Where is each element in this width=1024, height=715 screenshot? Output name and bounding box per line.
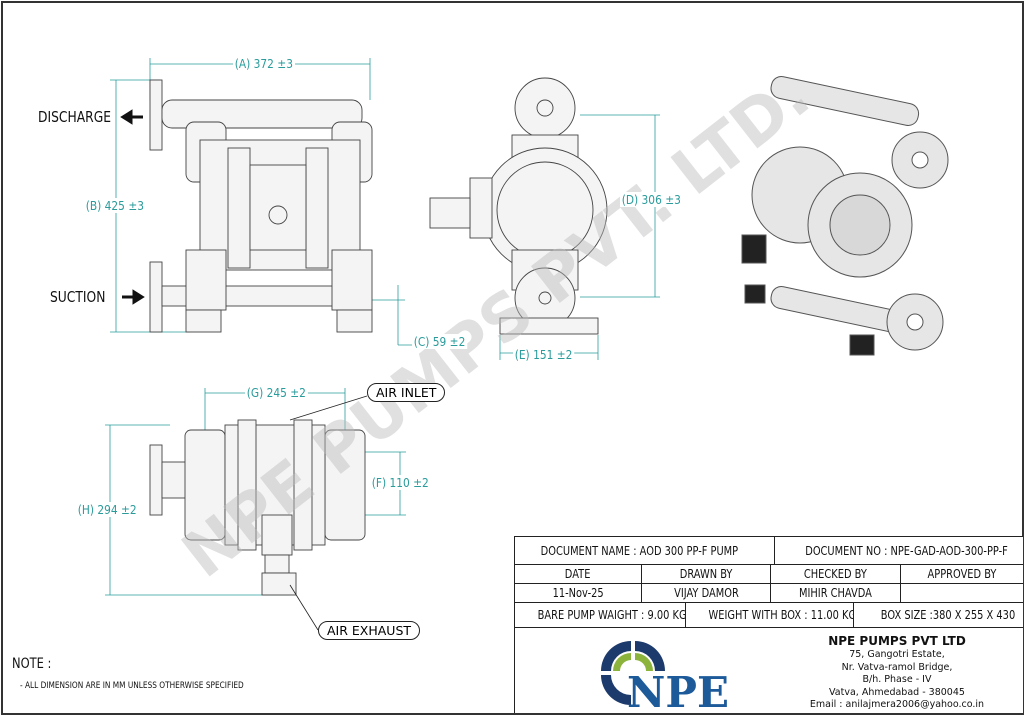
address-line: Vatva, Ahmedabad - 380045 — [829, 686, 965, 698]
side-view — [429, 77, 608, 335]
npe-logo: NPE — [601, 641, 729, 711]
dimension-b: (B) 425 ±3 — [84, 198, 146, 213]
document-number: DOCUMENT NO : NPE-GAD-AOD-300-PP-F — [805, 543, 1008, 558]
address-line: Nr. Vatva-ramol Bridge, — [841, 661, 953, 673]
suction-arrow-icon — [122, 289, 145, 305]
air-exhaust-callout: AIR EXHAUST — [318, 621, 421, 640]
date-value: 11-Nov-25 — [552, 585, 604, 600]
discharge-arrow-icon — [120, 109, 143, 125]
callout-leaders — [289, 395, 368, 631]
notes-title: NOTE : — [12, 656, 52, 672]
drawn-by-header: DRAWN BY — [679, 566, 733, 581]
address-line: 75, Gangotri Estate, — [849, 649, 945, 660]
address-line: B/h. Phase - IV — [862, 674, 932, 685]
dimension-f: (F) 110 ±2 — [370, 475, 431, 490]
bare-pump-weight: BARE PUMP WAIGHT : 9.00 KG. — [537, 608, 686, 622]
company-info: NPE PUMPS PVT LTD 75, Gangotri Estate, N… — [777, 634, 1017, 712]
watermark: NPE PUMPS PVT. LTD. — [169, 59, 823, 593]
dimension-g: (G) 245 ±2 — [245, 385, 308, 400]
document-name: DOCUMENT NAME : AOD 300 PP-F PUMP — [515, 537, 775, 564]
checked-by-header: CHECKED BY — [804, 566, 867, 581]
dimension-d: (D) 306 ±3 — [620, 192, 683, 207]
note-item: - ALL DIMENSION ARE IN MM UNLESS OTHERWI… — [20, 681, 244, 691]
title-block: DOCUMENT NAME : AOD 300 PP-F PUMP DOCUME… — [514, 536, 1023, 713]
date-header: DATE — [565, 566, 591, 581]
discharge-label: DISCHARGE — [38, 108, 112, 126]
dimension-a: (A) 372 ±3 — [233, 56, 295, 71]
dimension-h: (H) 294 ±2 — [76, 502, 139, 517]
company-section: NPE NPE PUMPS PVT LTD 75, Gangotri Estat… — [515, 628, 1023, 713]
drawn-by-value: VIJAY DAMOR — [673, 585, 739, 600]
checked-by-value: MIHIR CHAVDA — [799, 585, 872, 600]
box-size: BOX SIZE :380 X 255 X 430 — [880, 608, 1016, 622]
approved-by-header: APPROVED BY — [927, 566, 997, 581]
front-view — [149, 79, 373, 333]
svg-text:NPE: NPE — [627, 668, 729, 711]
weight-with-box: WEIGHT WITH BOX : 11.00 KG. — [708, 608, 854, 622]
company-email: Email : anilajmera2006@yahoo.co.in — [809, 699, 985, 710]
air-inlet-callout: AIR INLET — [367, 383, 446, 402]
dimension-e: (E) 151 ±2 — [513, 347, 575, 362]
company-name: NPE PUMPS PVT LTD — [828, 634, 966, 648]
top-view — [149, 419, 366, 596]
suction-label: SUCTION — [50, 288, 106, 306]
dimension-c: (C) 59 ±2 — [412, 334, 468, 349]
isometric-view — [741, 75, 949, 356]
